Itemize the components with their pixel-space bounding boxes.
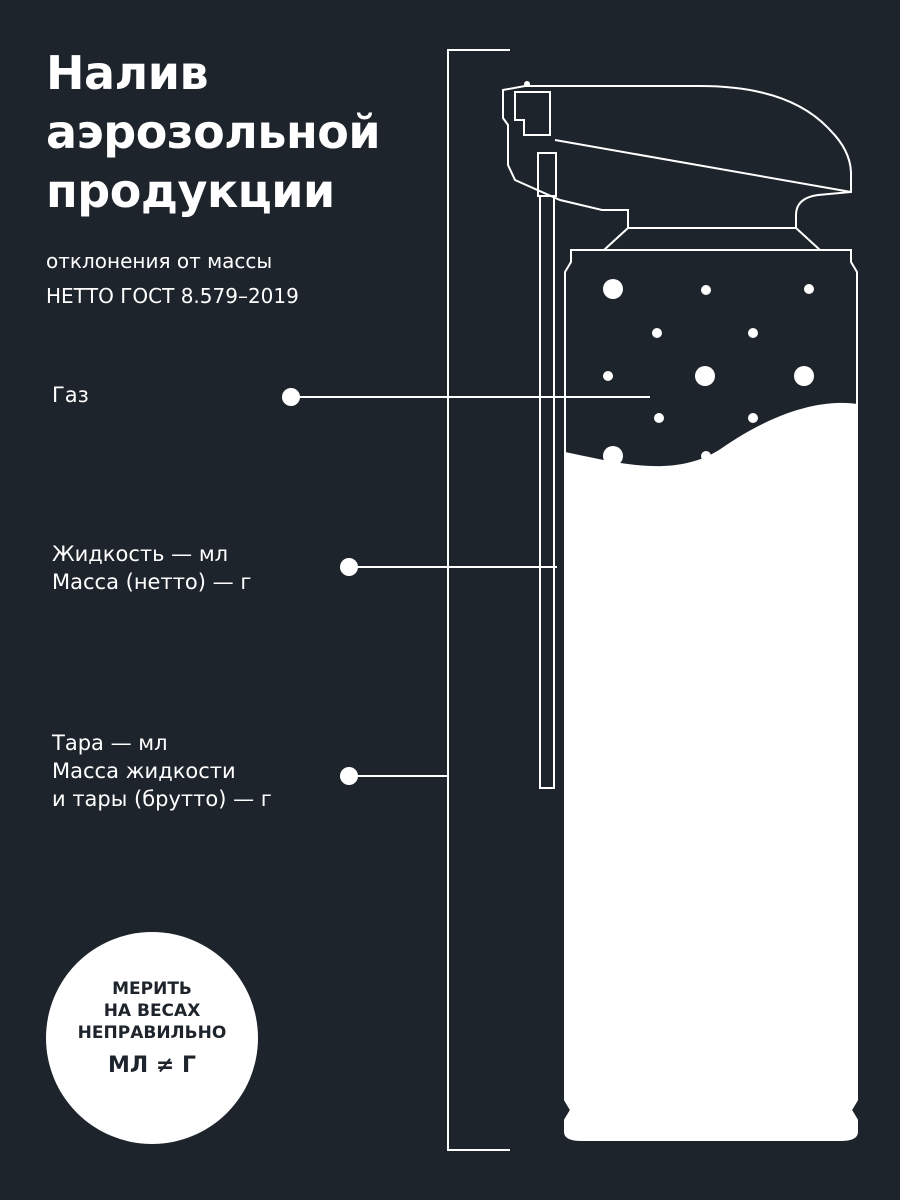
gas-label: Газ (52, 381, 89, 409)
tare-label-line: Масса жидкости (52, 759, 236, 783)
badge-line: НЕПРАВИЛЬНО (77, 1023, 227, 1043)
sprayer-trigger-line (554, 139, 852, 193)
badge-line: МЕРИТЬ (112, 979, 192, 999)
badge-text: МЕРИТЬ НА ВЕСАХ НЕПРАВИЛЬНО (46, 978, 258, 1044)
subtitle-line: НЕТТО ГОСТ 8.579–2019 (46, 284, 299, 308)
gas-bubble (748, 328, 758, 338)
leader-tare (340, 767, 449, 785)
gas-bubble (603, 279, 623, 299)
title-line: аэрозольной (46, 105, 381, 159)
page-subtitle: отклонения от массы НЕТТО ГОСТ 8.579–201… (46, 244, 299, 314)
leader-gas (282, 388, 650, 406)
liquid-label: Жидкость — мл Масса (нетто) — г (52, 540, 251, 596)
gas-bubble (701, 285, 711, 295)
tare-label-line: и тары (брутто) — г (52, 787, 272, 811)
gas-bubble (695, 366, 715, 386)
liquid-fill (565, 402, 857, 1140)
liquid-label-line: Жидкость — мл (52, 542, 229, 566)
title-line: продукции (46, 164, 335, 218)
dip-tube (539, 196, 555, 789)
gas-bubble (794, 366, 814, 386)
sprayer-nozzle-detail (514, 91, 551, 136)
dip-tube-connector (537, 152, 557, 197)
tare-label: Тара — мл Масса жидкости и тары (брутто)… (52, 729, 272, 813)
gas-bubble (701, 451, 711, 461)
valve-cup-outline (603, 227, 821, 251)
gas-bubble (652, 328, 662, 338)
badge-line: НА ВЕСАХ (103, 1001, 201, 1021)
liquid-label-line: Масса (нетто) — г (52, 570, 252, 594)
gas-bubble (603, 446, 623, 466)
gas-bubble (654, 413, 664, 423)
warning-badge: МЕРИТЬ НА ВЕСАХ НЕПРАВИЛЬНО МЛ ≠ Г (46, 932, 258, 1144)
subtitle-line: отклонения от массы (46, 249, 273, 273)
badge-formula: МЛ ≠ Г (108, 1053, 196, 1078)
gas-bubbles (603, 279, 814, 466)
gas-bubble (804, 284, 814, 294)
sprayer-tip-dot (524, 81, 530, 87)
gas-label-line: Газ (52, 383, 89, 407)
title-line: Налив (46, 46, 209, 100)
page-title: Налив аэрозольной продукции (46, 44, 381, 221)
gas-bubble (603, 371, 613, 381)
total-height-bracket (447, 49, 510, 1151)
leader-liquid (340, 558, 557, 576)
sprayer-head-outline (502, 85, 852, 228)
tare-label-line: Тара — мл (52, 731, 168, 755)
gas-bubble (748, 413, 758, 423)
